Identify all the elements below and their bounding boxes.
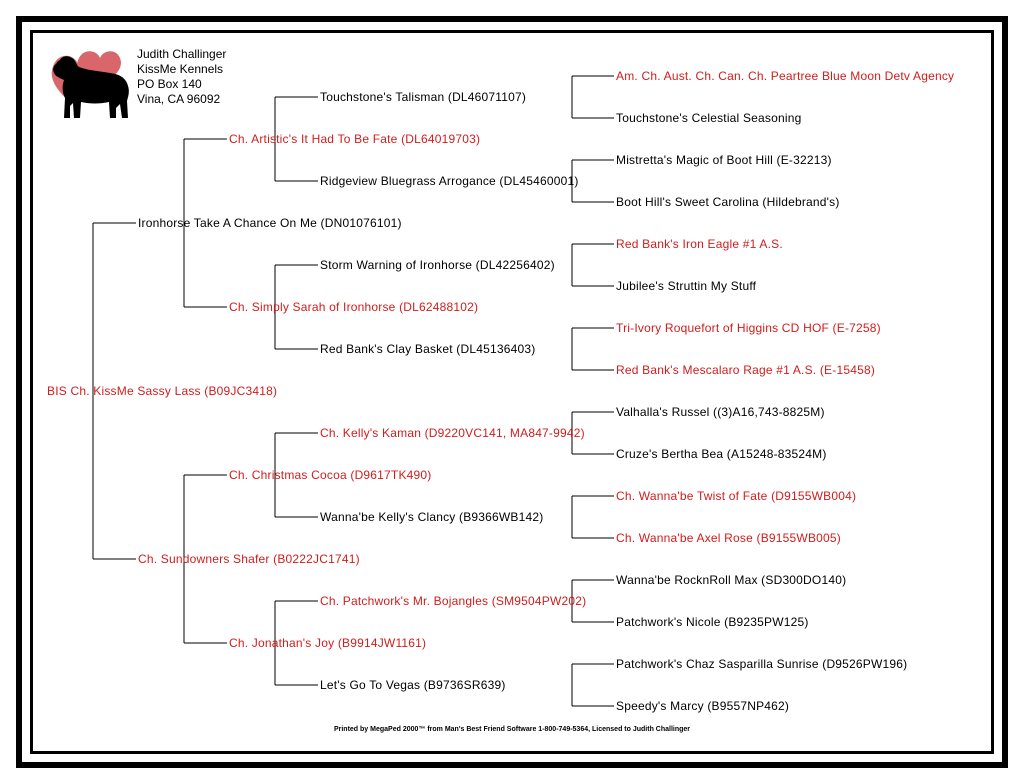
pedigree-entry: Ch. Jonathan's Joy (B9914JW1161) [229,636,427,650]
pedigree-entry: Patchwork's Nicole (B9235PW125) [616,615,809,629]
outer-border [16,16,1008,768]
pedigree-entry: Ch. Sundowners Shafer (B0222JC1741) [138,552,360,566]
pedigree-entry: Cruze's Bertha Bea (A15248-83524M) [616,447,827,461]
pedigree-entry: Mistretta's Magic of Boot Hill (E-32213) [616,153,832,167]
pedigree-entry: Red Bank's Clay Basket (DL45136403) [320,342,536,356]
pedigree-entry: Red Bank's Mescalaro Rage #1 A.S. (E-154… [616,363,876,377]
pedigree-entry: BIS Ch. KissMe Sassy Lass (B09JC3418) [47,384,278,398]
pedigree-entry: Ch. Patchwork's Mr. Bojangles (SM9504PW2… [320,594,587,608]
kennel-address: PO Box 140 [137,77,202,91]
pedigree-entry: Ch. Artistic's It Had To Be Fate (DL6401… [229,132,481,146]
pedigree-entry: Wanna'be Kelly's Clancy (B9366WB142) [320,510,544,524]
pedigree-entry: Ridgeview Bluegrass Arrogance (DL4546000… [320,174,579,188]
pedigree-entry: Boot Hill's Sweet Carolina (Hildebrand's… [616,195,840,209]
pedigree-entry: Ch. Wanna'be Twist of Fate (D9155WB004) [616,489,857,503]
kennel-owner: Judith Challinger [137,47,227,61]
pedigree-entry: Wanna'be RocknRoll Max (SD300DO140) [616,573,847,587]
pedigree-entry: Ch. Wanna'be Axel Rose (B9155WB005) [616,531,841,545]
pedigree-entry: Tri-Ivory Roquefort of Higgins CD HOF (E… [616,321,881,335]
kennel-name: KissMe Kennels [137,62,224,76]
pedigree-entry: Red Bank's Iron Eagle #1 A.S. [616,237,783,251]
pedigree-entry: Patchwork's Chaz Sasparilla Sunrise (D95… [616,657,908,671]
pedigree-entry: Valhalla's Russel ((3)A16,743-8825M) [616,405,825,419]
pedigree-entry: Am. Ch. Aust. Ch. Can. Ch. Peartree Blue… [616,69,955,83]
pedigree-entry: Jubilee's Struttin My Stuff [616,279,757,293]
dog-silhouette-with-hearts-icon [51,51,129,118]
dog-icon [53,56,129,118]
pedigree-entry: Ch. Christmas Cocoa (D9617TK490) [229,468,432,482]
footer-credit: Printed by MegaPed 2000™ from Man's Best… [333,726,691,733]
pedigree-entry: Storm Warning of Ironhorse (DL42256402) [320,258,555,272]
kennel-city: Vina, CA 96092 [137,92,221,106]
pedigree-entry: Ch. Simply Sarah of Ironhorse (DL6248810… [229,300,479,314]
pedigree-entry: Ch. Kelly's Kaman (D9220VC141, MA847-994… [320,426,585,440]
pedigree-entry: Ironhorse Take A Chance On Me (DN0107610… [138,216,402,230]
pedigree-entry: Touchstone's Celestial Seasoning [616,111,802,125]
pedigree-entry: Speedy's Marcy (B9557NP462) [616,699,790,713]
inner-border [30,30,994,754]
pedigree-entry: Let's Go To Vegas (B9736SR639) [320,678,506,692]
kennel-info: Judith Challinger KissMe Kennels PO Box … [137,47,226,107]
pedigree-entry: Touchstone's Talisman (DL46071107) [320,90,527,104]
